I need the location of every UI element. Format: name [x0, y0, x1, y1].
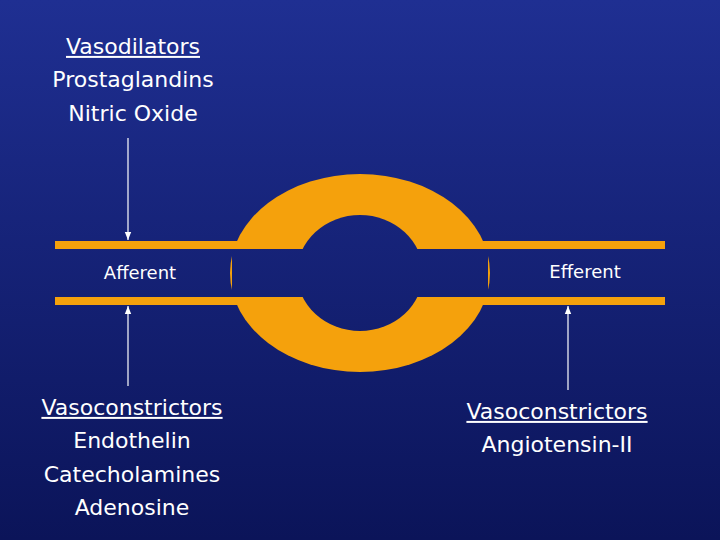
ring-edge	[422, 241, 488, 249]
glomerulus-ring	[230, 174, 490, 372]
agent-name: Prostaglandins	[52, 68, 213, 92]
ring-edge	[232, 297, 298, 305]
leader-arrow	[127, 138, 128, 240]
agent-name: Nitric Oxide	[68, 102, 197, 126]
efferent-wall	[465, 297, 665, 305]
heading: Vasoconstrictors	[41, 396, 222, 420]
afferent-wall	[55, 297, 255, 305]
ring-edge	[232, 241, 298, 249]
agent-name: Angiotensin-II	[481, 433, 632, 457]
agent-name: Catecholamines	[44, 463, 221, 487]
ring-edge	[422, 297, 488, 305]
agent-name: Adenosine	[75, 496, 190, 520]
agent-name: Endothelin	[73, 429, 191, 453]
afferent-wall	[55, 241, 255, 249]
heading: Vasodilators	[66, 35, 200, 59]
heading: Vasoconstrictors	[466, 400, 647, 424]
leader-arrow	[127, 306, 128, 386]
vessel-lumen	[232, 249, 488, 297]
efferent-wall	[465, 241, 665, 249]
leader-arrow	[567, 306, 568, 390]
vessel-name: Afferent	[104, 263, 176, 283]
vessel-name: Efferent	[549, 262, 620, 282]
